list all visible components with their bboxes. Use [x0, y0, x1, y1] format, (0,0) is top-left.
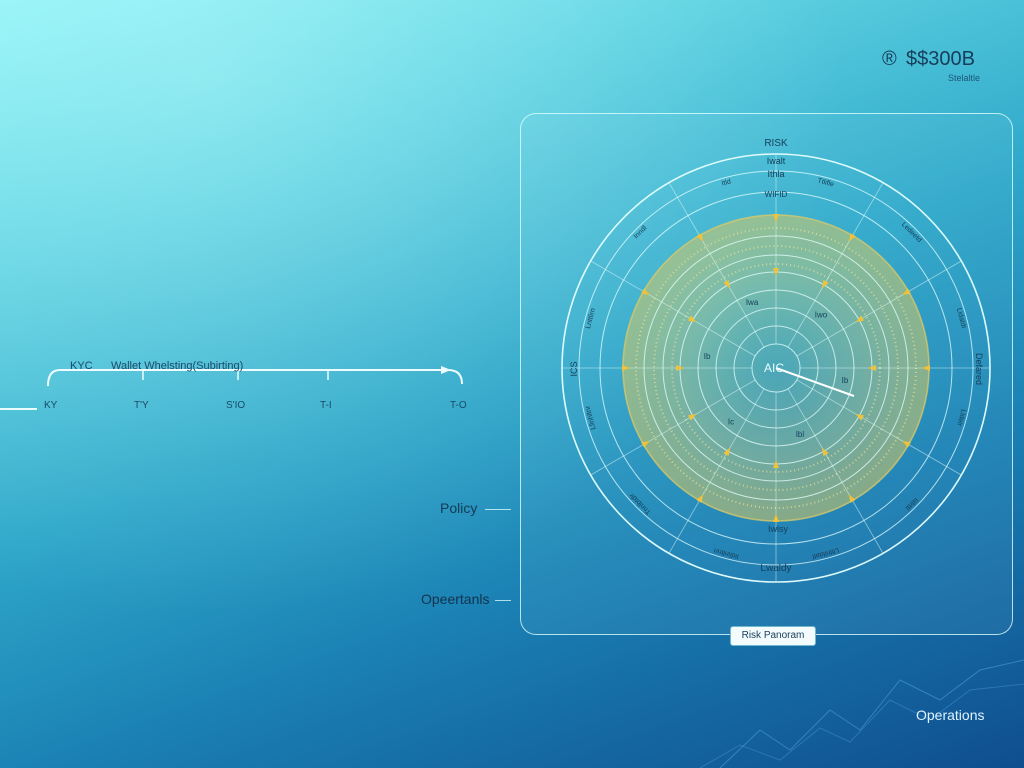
radar-arrow-icon — [773, 514, 779, 522]
operations-footer-label: Operations — [916, 707, 985, 723]
radar-center-label: AIC — [764, 361, 784, 375]
radar-arrow-icon — [849, 494, 856, 503]
risk-radar-diagram: RISK Iwalt Ithla WIFID AIC Iwlsy Lwaldy … — [561, 138, 991, 583]
timeline-arrowhead-icon — [441, 366, 451, 374]
radar-arrow-icon — [687, 414, 697, 421]
radar-arrow-icon — [773, 214, 779, 222]
radar-arrow-icon — [773, 268, 779, 276]
radar-spoke — [668, 388, 765, 554]
timeline-lead-line — [0, 408, 37, 410]
radar-outer-label: Tnnlbtdlr — [628, 491, 653, 516]
radar-arrow-icon — [822, 447, 829, 457]
timeline-tick-label: KY — [44, 400, 58, 411]
radar-outer-label: Lidaldr — [955, 307, 967, 330]
radar-arrow-icon — [723, 279, 730, 289]
radar-spoke — [668, 182, 765, 348]
policy-label: Policy — [440, 500, 478, 516]
radar-spoke — [796, 260, 962, 357]
radar-spoke — [590, 379, 756, 476]
radar-arrows — [622, 214, 930, 522]
policy-leader-line — [485, 509, 511, 510]
radar-arrow-icon — [641, 441, 650, 448]
radar-arrow-icon — [773, 460, 779, 468]
timeline-tick-label: S'IO — [226, 400, 246, 411]
radar-inner-label: Iwo — [815, 310, 828, 319]
radar-arrow-icon — [696, 233, 703, 242]
radar-inner-label: Ic — [728, 418, 734, 427]
radar-arrow-icon — [922, 365, 930, 371]
radar-left-label: ICS — [569, 361, 579, 376]
operations-side-label: Opeertanls — [421, 591, 490, 607]
radar-right-label: Defared — [974, 353, 984, 385]
radar-top-sublabel: Iwalt — [767, 156, 786, 166]
decorative-trend-lines — [700, 659, 1024, 768]
radar-outer-label: Lnttlirn — [585, 307, 597, 329]
timeline-track — [47, 366, 463, 387]
headline-value: $$300B — [906, 48, 975, 70]
radar-spoke — [590, 260, 756, 357]
radar-outer-label: Itld — [721, 178, 732, 187]
timeline-tick-label: T'Y — [134, 400, 149, 411]
radar-arrow-icon — [696, 494, 703, 503]
radar-spoke — [796, 379, 962, 476]
timeline-tick-label: T-I — [320, 400, 332, 411]
registered-icon: ® — [882, 48, 897, 70]
radar-arrow-icon — [687, 315, 697, 322]
radar-inner-label: Ib — [842, 376, 849, 385]
timeline-arrow-path — [47, 369, 463, 387]
headline-subtitle: Stelaltle — [948, 73, 981, 83]
radar-inner-label: Ib — [704, 352, 711, 361]
radar-outer-label: Lltlnlldatl — [811, 546, 840, 560]
radar-spokes — [562, 154, 990, 582]
radar-arrow-icon — [849, 233, 856, 242]
radar-top-sublabel: Ithla — [767, 169, 784, 179]
radar-outer-label: Inndl — [633, 224, 649, 240]
radar-arrow-icon — [822, 279, 829, 289]
radar-ring-label: WIFID — [765, 190, 788, 199]
radar-top-label: RISK — [764, 138, 788, 149]
radar-arrow-icon — [902, 441, 911, 448]
radar-arrow-icon — [676, 365, 684, 371]
radar-arrow-icon — [855, 414, 865, 421]
radar-arrow-icon — [641, 288, 650, 295]
radar-arrow-icon — [622, 365, 630, 371]
operations-leader-line — [495, 600, 511, 601]
radar-inner-label: Ibl — [796, 430, 805, 439]
radar-outer-label: Ttlifle — [817, 177, 835, 188]
radar-arrow-icon — [902, 288, 911, 295]
radar-spoke — [787, 388, 884, 554]
radar-spoke — [787, 182, 884, 348]
radar-outer-label: Lldeir — [955, 408, 966, 427]
radar-arrow-icon — [868, 365, 876, 371]
radar-bottom-sublabel: Iwlsy — [768, 524, 788, 534]
radar-arrow-icon — [723, 447, 730, 457]
radar-pointer — [775, 367, 855, 397]
radar-outer-label: Iidiinltnn — [713, 546, 740, 559]
timeline-label-flow: Wallet Whelsting(Subirting) — [111, 360, 244, 372]
timeline-label-kyc: KYC — [70, 360, 93, 372]
risk-panorama-caption: Risk Panoram — [730, 626, 816, 646]
timeline-tick-label: T-O — [450, 400, 467, 411]
radar-inner-label: Iwa — [746, 298, 759, 307]
radar-bottom-label: Lwaldy — [760, 563, 791, 574]
radar-outer-label: Iitlrttl — [903, 496, 919, 512]
radar-outer-label: Lllnhltnr — [584, 404, 597, 430]
radar-arrow-icon — [855, 315, 865, 322]
